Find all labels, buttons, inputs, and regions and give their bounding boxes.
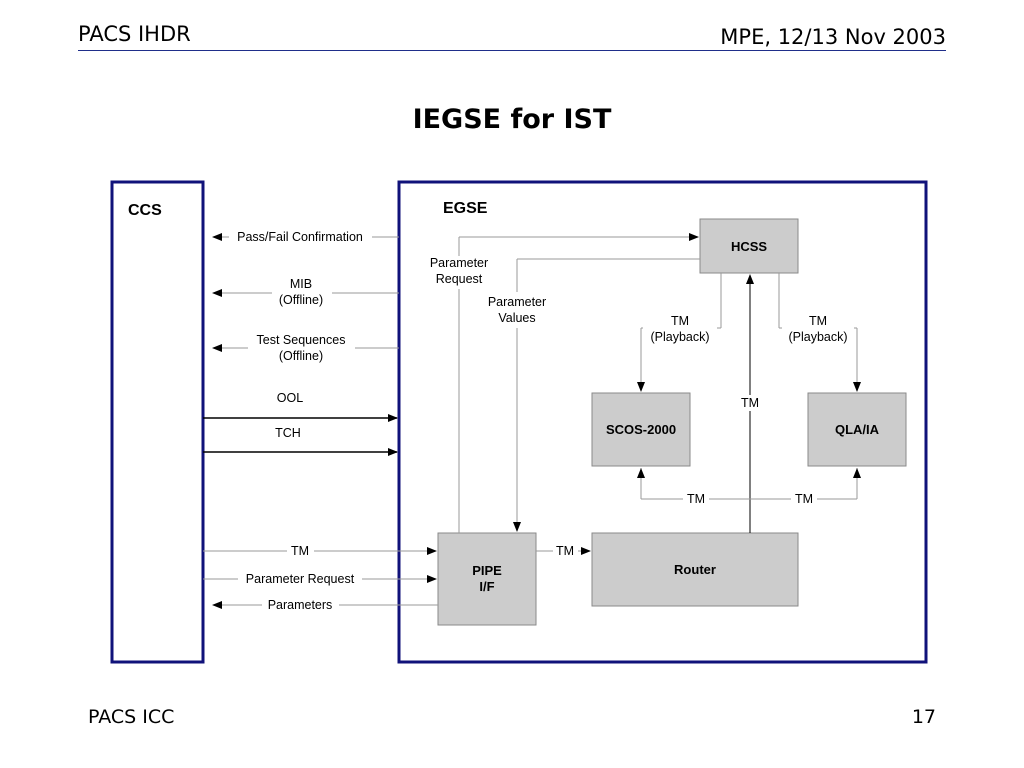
parameter-request-arrow <box>458 233 699 533</box>
header-rule <box>78 50 946 51</box>
parameter-request-label: Parameter <box>430 256 488 270</box>
test-sequences-offline-label: (Offline) <box>279 349 323 363</box>
hcss-box: HCSS <box>699 218 799 274</box>
ool-label: OOL <box>277 391 303 405</box>
tm-bottom-right-label: TM <box>795 492 813 506</box>
tm-playback-right-label: TM <box>809 314 827 328</box>
parameter-request-label-2: Request <box>436 272 483 286</box>
router-box: Router <box>591 532 799 607</box>
header-right-meta: MPE, 12/13 Nov 2003 <box>720 25 946 49</box>
parameters-ccs-label: Parameters <box>268 598 333 612</box>
scos-2000-label: SCOS-2000 <box>606 422 676 437</box>
parameter-values-label: Parameter <box>488 295 546 309</box>
tm-vertical-label: TM <box>741 396 759 410</box>
footer-left: PACS ICC <box>88 706 175 728</box>
pass-fail-label: Pass/Fail Confirmation <box>237 230 363 244</box>
parameter-values-label-2: Values <box>498 311 535 325</box>
parameter-request-ccs-label: Parameter Request <box>246 572 355 586</box>
test-sequences-label: Test Sequences <box>257 333 346 347</box>
page-number: 17 <box>911 706 936 728</box>
tm-ccs-label: TM <box>291 544 309 558</box>
tch-label: TCH <box>275 426 301 440</box>
if-label: I/F <box>479 579 494 594</box>
mib-label: MIB <box>290 277 312 291</box>
tm-pipe-router-label: TM <box>556 544 574 558</box>
pipe-if-box: PIPE I/F <box>437 532 537 626</box>
tm-playback-left-label: TM <box>671 314 689 328</box>
qla-ia-box: QLA/IA <box>807 392 907 467</box>
egse-frame <box>397 180 928 664</box>
mib-offline-label: (Offline) <box>279 293 323 307</box>
hcss-label: HCSS <box>731 239 767 254</box>
egse-label: EGSE <box>443 200 488 217</box>
tm-qla-arrowhead <box>853 468 861 478</box>
ccs-label: CCS <box>128 202 162 219</box>
tm-playback-right-label-2: (Playback) <box>788 330 847 344</box>
slide-title: IEGSE for IST <box>412 104 612 135</box>
tm-bottom-left-label: TM <box>687 492 705 506</box>
tm-scos-arrowhead <box>637 468 645 478</box>
tm-router-scos-qla-arrow <box>640 468 858 500</box>
parameter-values-arrow <box>513 258 700 532</box>
tm-playback-qla-arrow <box>778 273 861 392</box>
ccs-frame <box>110 180 205 664</box>
pipe-label: PIPE <box>472 563 502 578</box>
qla-ia-label: QLA/IA <box>835 422 880 437</box>
tm-playback-scos-arrow <box>637 273 722 392</box>
router-label: Router <box>674 562 716 577</box>
header-left-title: PACS IHDR <box>78 22 191 46</box>
tm-playback-left-label-2: (Playback) <box>650 330 709 344</box>
scos-2000-box: SCOS-2000 <box>591 392 691 467</box>
